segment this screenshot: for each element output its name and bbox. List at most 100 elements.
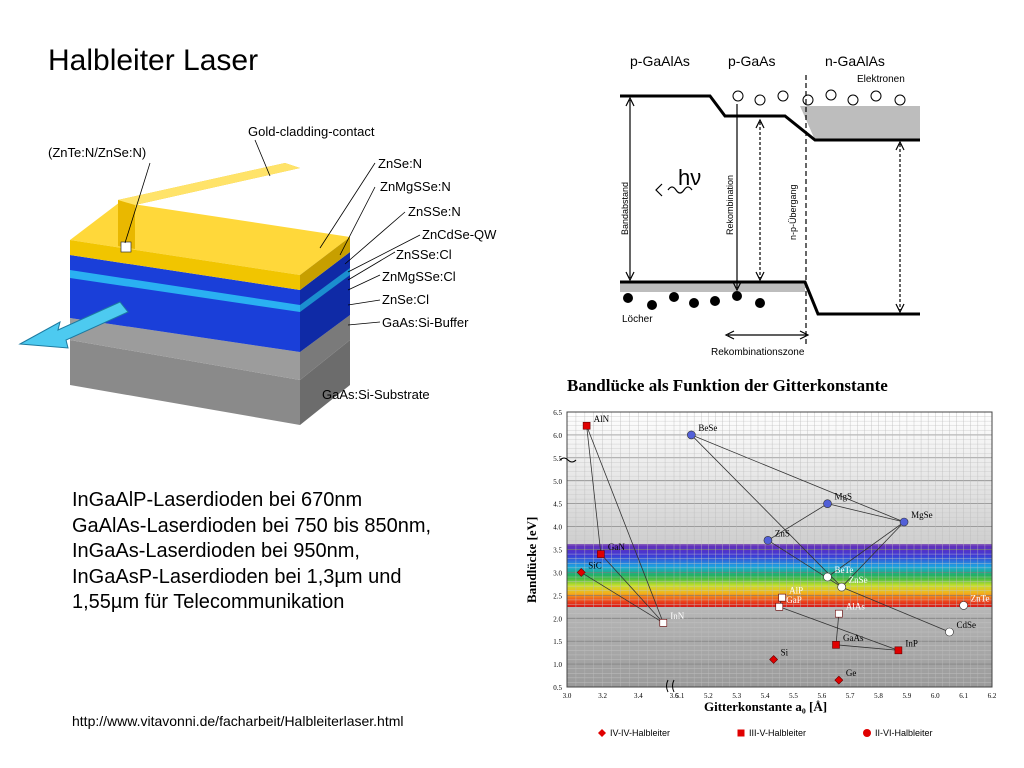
point-label: MgSe xyxy=(911,510,933,520)
np-uebergang-label: n-p-Übergang xyxy=(788,184,798,240)
cyan-layer-side xyxy=(300,268,350,312)
gaas-point xyxy=(832,641,840,649)
y-tick-label: 2.5 xyxy=(553,592,562,600)
data-points: SiCSiGeAlNGaNInNAlPGaPAlAsGaAsInPBeSeMgS… xyxy=(576,414,990,685)
layer-label-10: GaAs:Si-Substrate xyxy=(322,387,430,402)
connection-line xyxy=(827,521,905,578)
point-label: CdSe xyxy=(956,620,976,630)
holes-label: Löcher xyxy=(622,314,653,325)
region-p-gaas: p-GaAs xyxy=(728,53,775,69)
point-label: AlAs xyxy=(846,602,865,612)
point-label: Si xyxy=(781,648,789,658)
bandgap-chart: Bandlücke als Funktion der Gitterkonstan… xyxy=(524,376,997,738)
electrons xyxy=(732,89,906,106)
legend-label: IV-IV-Halbleiter xyxy=(610,728,670,738)
point-label: SiC xyxy=(588,560,602,570)
x-tick-label: 3.6 xyxy=(670,692,679,700)
connection-line xyxy=(600,553,664,624)
layer-label-5: ZnCdSe-QW xyxy=(422,227,497,242)
laser-structure-diagram: (ZnTe:N/ZnSe:N) Gold-cladding-contact Zn… xyxy=(18,124,497,425)
source-url[interactable]: http://www.vitavonni.de/facharbeit/Halbl… xyxy=(72,713,404,729)
plot-frame xyxy=(566,411,993,688)
buffer-front xyxy=(70,318,300,380)
valence-band-fill xyxy=(620,282,805,292)
y-tick-label: 4.5 xyxy=(553,501,562,509)
conduction-band-fill xyxy=(800,106,920,140)
x-tick-label: 5.9 xyxy=(903,692,912,700)
legend-marker xyxy=(598,729,606,737)
plot-grid xyxy=(566,411,993,688)
layer-label-2: ZnSe:N xyxy=(378,156,422,171)
connection-line xyxy=(586,425,664,623)
layer-label-6: ZnSSe:Cl xyxy=(396,247,452,262)
znse-point xyxy=(837,582,846,592)
sic-point xyxy=(576,567,586,577)
y-tick-label: 5.0 xyxy=(553,478,562,486)
aln-point xyxy=(582,421,591,430)
point-label: InP xyxy=(905,638,918,648)
point-label: ZnTe xyxy=(971,593,990,603)
laser-list-line: 1,55µm für Telecommunikation xyxy=(72,591,345,613)
connection-lines xyxy=(581,425,950,651)
y-tick-label: 2.0 xyxy=(553,615,562,623)
layer-label-3: ZnMgSSe:N xyxy=(380,179,451,194)
x-tick-label: 5.4 xyxy=(761,692,770,700)
y-tick-label: 6.0 xyxy=(553,432,562,440)
legend-marker xyxy=(863,729,871,737)
x-tick-label: 5.6 xyxy=(817,692,826,700)
gold-side xyxy=(300,237,350,290)
y-tick-label: 5.5 xyxy=(553,455,562,463)
conduction-band xyxy=(620,94,920,142)
x-tick-label: 5.8 xyxy=(874,692,883,700)
bete-point xyxy=(823,572,832,582)
bese-point xyxy=(687,430,696,440)
y-tick-labels: 0.51.01.52.02.53.03.54.04.55.05.56.06.5 xyxy=(553,409,562,692)
layer-label-8: ZnSe:Cl xyxy=(382,292,429,307)
connection-line xyxy=(841,521,905,588)
legend-marker xyxy=(737,729,745,737)
x-tick-label: 5.3 xyxy=(732,692,741,700)
connection-line xyxy=(835,613,840,645)
connection-line xyxy=(841,586,950,633)
page-title: Halbleiter Laser xyxy=(48,44,259,77)
gold-ridge-top xyxy=(118,163,300,205)
chart-x-label: Gitterkonstante a₀ [Å] xyxy=(704,699,827,714)
y-tick-label: 3.5 xyxy=(553,547,562,555)
connection-line xyxy=(779,606,899,651)
axis-breaks xyxy=(559,457,675,693)
layer-label-9: GaAs:Si-Buffer xyxy=(382,315,469,330)
gap-point xyxy=(775,602,784,611)
chart-title: Bandlücke als Funktion der Gitterkonstan… xyxy=(567,376,888,395)
y-tick-label: 0.5 xyxy=(553,684,562,692)
x-tick-label: 3.4 xyxy=(634,692,643,700)
x-tick-label: 6.2 xyxy=(988,692,997,700)
recombination-zone-label: Rekombinationszone xyxy=(711,347,805,358)
cyan-layer xyxy=(70,270,300,312)
point-label: Ge xyxy=(846,668,857,678)
laser-list-line: GaAlAs-Laserdioden bei 750 bis 850nm, xyxy=(72,514,432,537)
band-diagram: p-GaAlAs p-GaAs n-GaAlAs Elektronen Löch… xyxy=(620,53,920,358)
legend-label: III-V-Halbleiter xyxy=(749,728,806,738)
laser-list-line: InGaAs-Laserdioden bei 950nm, xyxy=(72,540,360,562)
point-label: BeTe xyxy=(834,565,853,575)
holes xyxy=(623,291,765,310)
zns-point xyxy=(763,536,773,545)
y-tick-label: 1.0 xyxy=(553,661,562,669)
output-beam-arrow xyxy=(18,301,129,349)
layer-label-4: ZnSSe:N xyxy=(408,204,461,219)
x-tick-label: 6.1 xyxy=(959,692,968,700)
connection-line xyxy=(827,503,905,523)
x-tick-label: 5.1 xyxy=(676,692,685,700)
valence-band xyxy=(620,280,920,316)
point-label: AlN xyxy=(594,414,610,424)
blue-layers-side xyxy=(300,252,350,352)
alas-point xyxy=(835,609,843,618)
chart-y-label: Bandlücke [eV] xyxy=(524,517,539,603)
y-tick-label: 3.0 xyxy=(553,569,562,577)
point-label: InN xyxy=(670,611,684,621)
x-tick-label: 3.0 xyxy=(563,692,572,700)
connection-line xyxy=(835,644,899,651)
layer-label-1: Gold-cladding-contact xyxy=(248,124,375,139)
